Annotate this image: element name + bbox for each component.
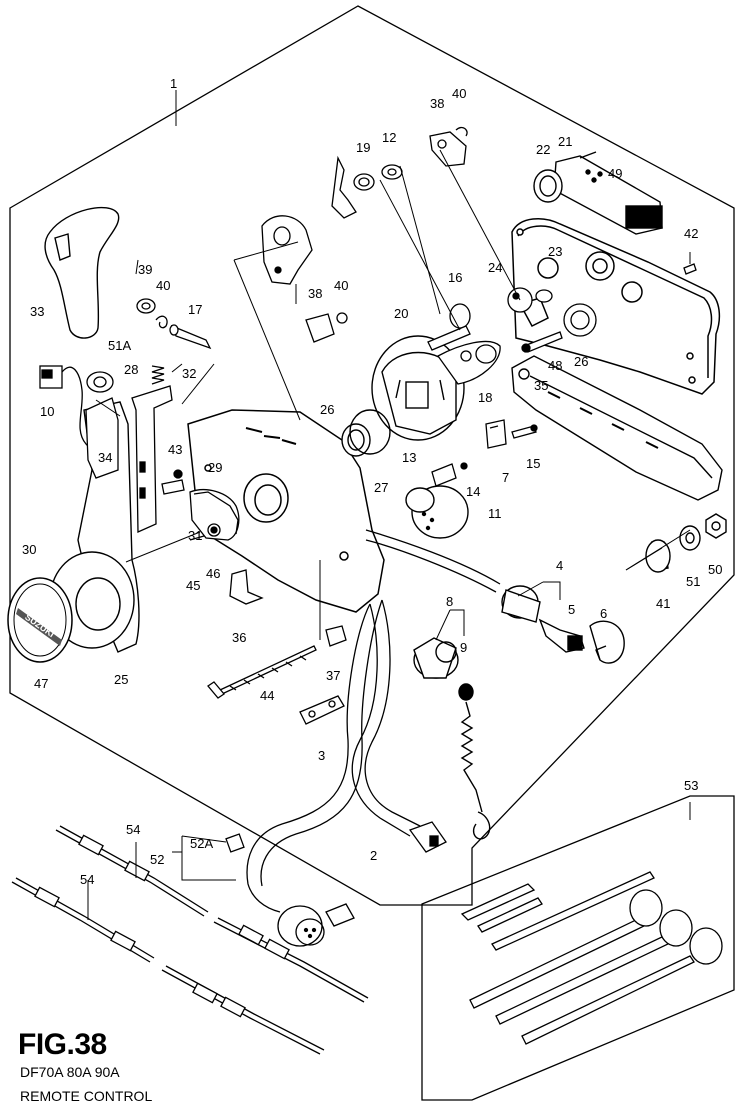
control-housing [187,409,385,613]
callout-33: 33 [30,304,44,319]
figure-title: FIG.38 [18,1028,107,1061]
callout-19: 19 [356,140,370,155]
callout-25: 25 [114,672,128,687]
callout-44: 44 [260,688,274,703]
kit-outline [421,795,735,1101]
upper-bracket [261,126,468,343]
callout-52a: 52A [190,836,213,851]
small-switch [431,419,538,487]
callout-7: 7 [502,470,509,485]
assembly-outline [9,5,735,906]
leader-lines [87,90,691,920]
callout-31: 31 [188,528,202,543]
callout-15: 15 [526,456,540,471]
callout-34: 34 [98,450,112,465]
callout-29: 29 [208,460,222,475]
cable-fittings [34,834,290,1018]
callout-35: 35 [534,378,548,393]
callout-4: 4 [556,558,563,573]
callout-6: 6 [600,606,607,621]
side-cover [511,218,721,395]
callout-23: 23 [548,244,562,259]
callout-48: 48 [548,358,562,373]
callout-54b: 54 [80,872,94,887]
trim-switch-bar [131,385,173,533]
callout-45: 45 [186,578,200,593]
callout-54a: 54 [126,822,140,837]
callout-42: 42 [684,226,698,241]
callout-8: 8 [446,594,453,609]
callout-13: 13 [402,450,416,465]
wire-harness [246,529,501,913]
warning-buzzer [405,485,469,539]
callout-26b: 26 [574,354,588,369]
figure-name: REMOTE CONTROL [20,1088,153,1104]
callout-52: 52 [150,852,164,867]
suzuki-hub-cap: SUZUKI [7,577,73,663]
callout-49: 49 [608,166,622,181]
panel-base [511,355,723,501]
callout-41: 41 [656,596,670,611]
callout-21: 21 [558,134,572,149]
figure-models: DF70A 80A 90A [20,1064,120,1080]
callout-26a: 26 [320,402,334,417]
shift-linkage [427,303,501,385]
key-switch [501,585,625,664]
callout-28: 28 [124,362,138,377]
callout-5: 5 [568,602,575,617]
callout-9: 9 [460,640,467,655]
callout-38b: 38 [430,96,444,111]
callout-16: 16 [448,270,462,285]
callout-1: 1 [170,76,177,91]
cover-plate [299,695,345,725]
stop-switch [413,637,491,840]
callout-36: 36 [232,630,246,645]
callout-38a: 38 [308,286,322,301]
callout-30: 30 [22,542,36,557]
callout-22: 22 [536,142,550,157]
brackets [229,569,347,647]
callout-51: 51 [686,574,700,589]
callout-24: 24 [488,260,502,275]
callout-27: 27 [374,480,388,495]
knob-parts [507,263,697,353]
callout-14: 14 [466,484,480,499]
shift-disc [341,335,465,457]
callout-40b: 40 [334,278,348,293]
callout-18: 18 [478,390,492,405]
callout-37: 37 [326,668,340,683]
callout-39: 39 [138,262,152,277]
callout-40a: 40 [156,278,170,293]
handle-cap [533,151,663,235]
callout-12: 12 [382,130,396,145]
callout-43: 43 [168,442,182,457]
callout-10: 10 [40,404,54,419]
cam-plate [161,469,240,541]
callout-20: 20 [394,306,408,321]
long-bolt [207,645,317,699]
callout-50: 50 [708,562,722,577]
callout-11: 11 [488,506,502,521]
callout-46: 46 [206,566,220,581]
callout-17: 17 [188,302,202,317]
handle-grip [44,206,120,339]
callout-53: 53 [684,778,698,793]
callout-32: 32 [182,366,196,381]
callout-40c: 40 [452,86,466,101]
callout-3: 3 [318,748,325,763]
callout-labels: 1 2 3 4 5 6 7 8 9 10 11 12 13 14 15 16 1… [22,76,722,887]
callout-51a: 51A [108,338,131,353]
harness-connector [225,821,447,947]
callout-2: 2 [370,848,377,863]
kit-contents [460,871,723,1045]
lever-plate [85,397,119,479]
callout-47: 47 [34,676,48,691]
mounting-washers [645,513,727,573]
small-pins [86,298,212,393]
